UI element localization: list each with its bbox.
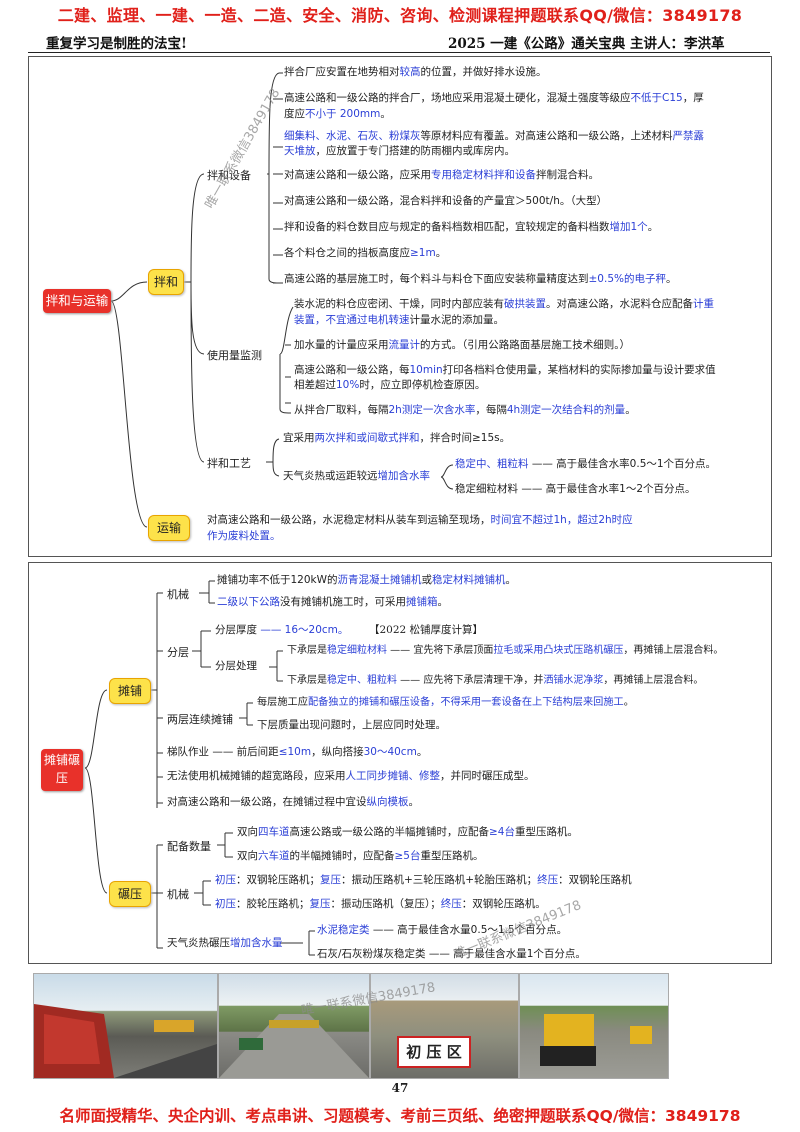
machinery-item-a: 摊铺功率不低于120kW的沥青混凝土摊铺机或稳定材料摊铺机。 (217, 574, 517, 586)
photo-paving-truck (33, 973, 218, 1079)
list-item: 天堆放，应放置于专门搭建的防雨棚内或库房内。 (284, 145, 515, 157)
root-node-mixing-transport: 拌和与运输 (43, 289, 111, 313)
mindmap-mixing-transport: 拌和与运输 拌和 运输 拌和设备 使用量监测 拌和工艺 拌合厂应安置在地势相对较… (28, 56, 772, 557)
layer-proc-item-2: 下承层是稳定中、粗粒料 —— 应先将下承层清理干净，并洒铺水泥净浆，再摊铺上层混… (287, 675, 704, 686)
label-two-layer: 两层连续摊铺 (167, 713, 233, 726)
photo-initial-rolling-zone: 初 压 区 (370, 973, 519, 1079)
process-item-a: 宜采用两次拌和或间歇式拌和，拌合时间≥15s。 (283, 432, 511, 444)
qty-item-a: 双向四车道高速公路或一级公路的半幅摊铺时，应配备≥4台重型压路机。 (237, 826, 578, 838)
layer-processing-label: 分层处理 (215, 660, 257, 672)
mindmap-connectors-2 (84, 580, 315, 956)
label-layering: 分层 (167, 646, 189, 659)
bottom-banner: 名师面授精华、央企内训、考点串讲、习题模考、考前三页纸、绝密押题联系QQ/微信：… (59, 1107, 741, 1125)
two-layer-item-b: 下层质量出现问题时，上层应同时处理。 (257, 719, 446, 731)
root-node-paving-rolling: 摊铺碾压 (41, 749, 83, 791)
top-banner: 二建、监理、一建、一造、二造、安全、消防、咨询、检测课程押题联系QQ/微信：38… (57, 6, 743, 25)
transport-text: 对高速公路和一级公路，水泥稳定材料从装车到运输至现场，时间宜不超过1h，超过2h… (207, 514, 633, 542)
motto: 重复学习是制胜的法宝! (46, 36, 187, 52)
label-rollers: 机械 (167, 888, 189, 901)
layer-note: 【2022 松铺厚度计算】 (369, 624, 484, 636)
list-item: 高速公路的基层施工时，每个料斗与料仓下面应安装称量精度达到±0.5%的电子秤。 (284, 273, 677, 285)
roller-illustration (540, 1014, 652, 1066)
list-item: 高速公路和一级公路的拌合厂，场地应采用混凝土硬化，混凝土强度等级应不低于C15，… (284, 92, 704, 104)
list-item: 拌和设备的料仓数目应与规定的备料档数相匹配，宜较规定的备料档数增加1个。 (284, 221, 659, 233)
list-item: 对高速公路和一级公路，应采用专用稳定材料拌和设备拌制混合料。 (284, 169, 599, 181)
list-item: 拌合厂应安置在地势相对较高的位置，并做好排水设施。 (284, 66, 547, 78)
node-paving: 摊铺 (109, 678, 151, 704)
process-item-b1: 稳定中、粗粒料 —— 高于最佳含水率0.5～1个百分点。 (455, 458, 717, 470)
label-usage-monitoring: 使用量监测 (207, 349, 262, 362)
header-rule (28, 52, 770, 53)
list-item: 度应不小于 200mm。 (284, 107, 391, 120)
list-item: 对高速公路和一级公路，混合料拌和设备的产量宜＞500t/h。（大型） (284, 195, 608, 207)
label-mixing-equipment: 拌和设备 (207, 169, 251, 182)
hot-item-b: 石灰/石灰粉煤灰稳定类 —— 高于最佳含水量1个百分点。 (317, 948, 586, 960)
list-item: 高速公路和一级公路，每10min打印各档料仓使用量，某档材料的实际掺加量与设计要… (294, 363, 716, 376)
roller-item-b: 初压：胶轮压路机；复压：振动压路机（复压）；终压：双钢轮压路机。 (215, 898, 546, 910)
layer-proc-item-1: 下承层是稳定细粒材料 —— 宜先将下承层顶面拉毛或采用凸块式压路机碾压，再摊铺上… (287, 645, 724, 656)
course-title: 2025 一建《公路》通关宝典 主讲人：李洪革 (448, 36, 725, 52)
roller-item-a: 初压：双钢轮压路机；复压：振动压路机+三轮压路机+轮胎压路机；终压：双钢轮压路机 (215, 874, 632, 886)
two-layer-item-a: 每层施工应配备独立的摊铺和碾压设备，不得采用一套设备在上下结构层来回施工。 (257, 697, 634, 708)
process-item-b: 天气炎热或运距较远增加含水率 (283, 470, 430, 482)
mindmap-connectors (110, 72, 454, 528)
label-equipment-qty: 配备数量 (167, 840, 211, 853)
road-illustration (219, 1014, 369, 1078)
list-item: 各个料仓之间的挡板高度应≥1m。 (284, 247, 447, 259)
page-number: 47 (391, 1081, 409, 1095)
monitoring-items: 装水泥的料仓应密闭、干燥，同时内部应装有破拱装置。对高速公路，水泥料仓应配备计重… (294, 297, 764, 419)
sign-initial-rolling: 初 压 区 (397, 1036, 471, 1068)
formwork-item: 对高速公路和一级公路，在摊铺过程中宜设纵向模板。 (167, 796, 419, 808)
layer-thickness: 分层厚度 —— 16～20cm。 (215, 624, 349, 636)
qty-item-b: 双向六车道的半幅摊铺时，应配备≥5台重型压路机。 (237, 850, 484, 862)
list-item: 相差超过10%时，应立即停机检查原因。 (294, 379, 486, 391)
node-transport: 运输 (148, 515, 190, 541)
node-rolling: 碾压 (109, 881, 151, 907)
machinery-item-b: 二级以下公路没有摊铺机施工时，可采用摊铺箱。 (217, 596, 448, 608)
mindmap-paving-rolling: 摊铺碾压 摊铺 碾压 机械 摊铺功率不低于120kW的沥青混凝土摊铺机或稳定材料… (28, 562, 772, 964)
hot-item-a: 水泥稳定类 —— 高于最佳含水量0.5～1.5个百分点。 (317, 924, 568, 936)
list-item: 装水泥的料仓应密闭、干燥，同时内部应装有破拱装置。对高速公路，水泥料仓应配备计重 (294, 298, 714, 310)
equipment-items: 拌合厂应安置在地势相对较高的位置，并做好排水设施。 高速公路和一级公路的拌合厂，… (284, 65, 764, 288)
label-machinery: 机械 (167, 588, 189, 601)
process-item-b2: 稳定细粒材料 —— 高于最佳含水率1～2个百分点。 (455, 483, 696, 495)
list-item: 加水量的计量应采用流量计的方式。（引用公路路面基层施工技术细则。） (294, 338, 630, 351)
narrow-section-item: 无法使用机械摊铺的超宽路段，应采用人工同步摊铺、修整，并同时碾压成型。 (167, 770, 535, 782)
photo-tire-roller (519, 973, 669, 1079)
photo-paving-train (218, 973, 370, 1079)
node-mixing: 拌和 (148, 269, 184, 295)
list-item: 装置，不宜通过电机转速计量水泥的添加量。 (294, 313, 504, 326)
list-item: 从拌合厂取料，每隔2h测定一次含水率，每隔4h测定一次结合料的剂量。 (294, 404, 636, 416)
echelon-item: 梯队作业 —— 前后间距≤10m，纵向搭接30～40cm。 (167, 746, 428, 758)
truck-illustration (34, 1004, 217, 1078)
hot-weather-label: 天气炎热碾压增加含水量 (167, 937, 283, 949)
list-item: 细集料、水泥、石灰、粉煤灰等原材料应有覆盖。对高速公路和一级公路，上述材料严禁露 (284, 129, 704, 142)
label-mixing-process: 拌和工艺 (207, 457, 251, 470)
